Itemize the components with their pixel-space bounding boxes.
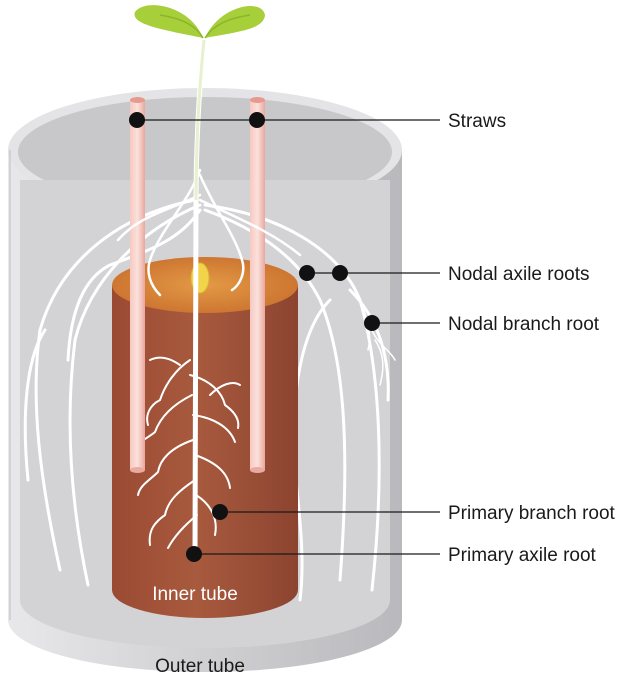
label-straws: Straws bbox=[448, 111, 506, 132]
callout-dot-primary-axile bbox=[186, 546, 202, 562]
callout-dot-nodal-axile-2 bbox=[332, 265, 348, 281]
callout-primary-axile-root: Primary axile root bbox=[186, 545, 597, 566]
callout-nodal-axile-roots: Nodal axile roots bbox=[299, 264, 590, 285]
label-inner-tube: Inner tube bbox=[152, 584, 238, 605]
callout-dot-straw-right bbox=[249, 112, 265, 128]
callout-dot-straw-left bbox=[129, 112, 145, 128]
straw-right bbox=[250, 97, 265, 473]
label-nodal-branch-root: Nodal branch root bbox=[448, 314, 600, 335]
callout-dot-nodal-axile-1 bbox=[299, 265, 315, 281]
label-primary-branch-root: Primary branch root bbox=[448, 503, 616, 524]
upper-roots bbox=[116, 168, 302, 297]
callout-nodal-branch-root: Nodal branch root bbox=[364, 314, 600, 335]
callout-dot-nodal-branch bbox=[364, 315, 380, 331]
callout-straws: Straws bbox=[129, 111, 506, 132]
callout-primary-branch-root: Primary branch root bbox=[212, 503, 616, 524]
label-outer-tube: Outer tube bbox=[155, 656, 245, 677]
callout-dot-primary-branch bbox=[212, 504, 228, 520]
straw-left bbox=[130, 97, 145, 473]
inner-roots bbox=[134, 356, 241, 549]
label-nodal-axile-roots: Nodal axile roots bbox=[448, 264, 590, 285]
seedling-leaves bbox=[134, 5, 265, 39]
label-primary-axile-root: Primary axile root bbox=[448, 545, 597, 566]
